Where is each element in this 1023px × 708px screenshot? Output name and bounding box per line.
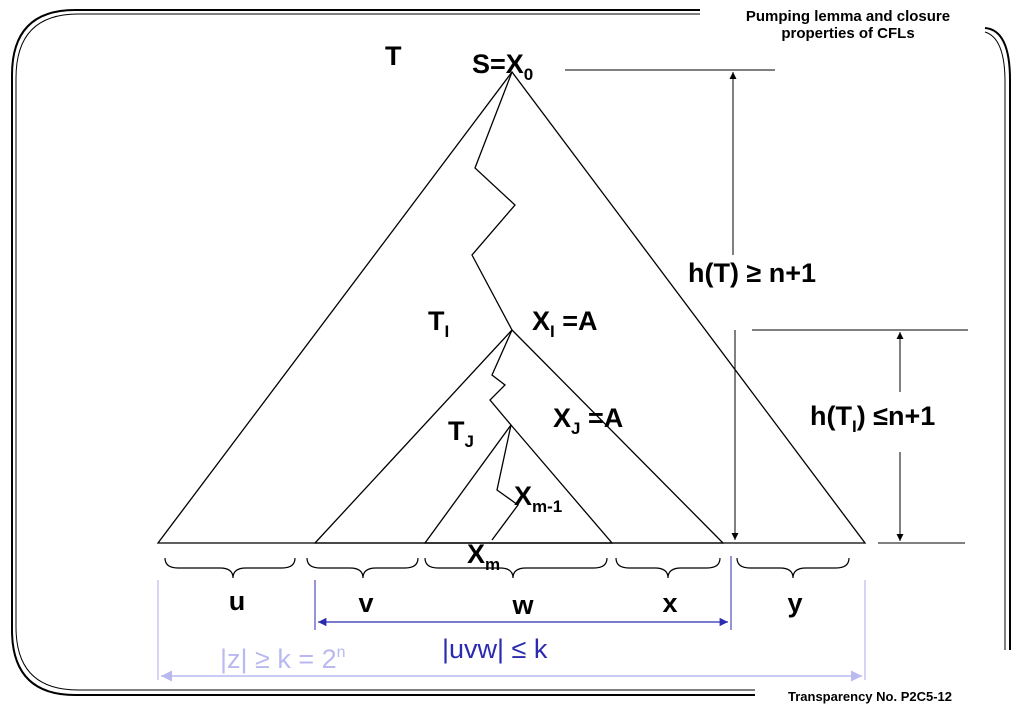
label-Xm-1: Xm-1 — [514, 481, 562, 516]
label-TI: TI — [428, 306, 449, 341]
brace-v — [306, 557, 419, 579]
header-line-1: Pumping lemma and closure — [745, 8, 951, 25]
frame-border-inner — [15, 13, 1006, 691]
brace-u — [164, 557, 296, 579]
label-Xm: Xm — [467, 539, 500, 574]
label-hTI: h(TI) ≤n+1 — [810, 401, 935, 436]
label-XI: XI =A — [532, 306, 598, 341]
segment-u: u — [229, 586, 246, 616]
label-hT: h(T) ≥ n+1 — [688, 258, 816, 288]
footer-text: Transparency No. P2C5-12 — [787, 689, 953, 704]
brace-w — [424, 557, 608, 579]
path-XI-to-XJ — [489, 329, 513, 426]
segment-x: x — [662, 588, 677, 618]
label-XJ: XJ =A — [553, 403, 623, 438]
brace-y — [736, 557, 850, 579]
path-XJ-to-Xm — [491, 424, 519, 541]
frame-border — [11, 9, 1011, 696]
constraint-uvw: |uvw| ≤ k — [442, 634, 548, 664]
subtree-TJ — [423, 423, 614, 544]
segment-y: y — [787, 588, 802, 618]
label-TJ: TJ — [448, 416, 474, 451]
subtree-TI — [313, 329, 725, 544]
label-T: T — [385, 41, 402, 71]
constraint-z: |z| ≥ k = 2n — [220, 644, 346, 674]
header-title: Pumping lemma and closure properties of … — [708, 8, 988, 42]
segment-v: v — [358, 588, 373, 618]
path-root-to-XI — [471, 71, 516, 331]
brace-x — [615, 557, 721, 579]
segment-w: w — [511, 590, 534, 620]
tree-T — [156, 70, 867, 544]
label-root: S=X0 — [472, 49, 533, 84]
header-line-2: properties of CFLs — [781, 25, 915, 42]
